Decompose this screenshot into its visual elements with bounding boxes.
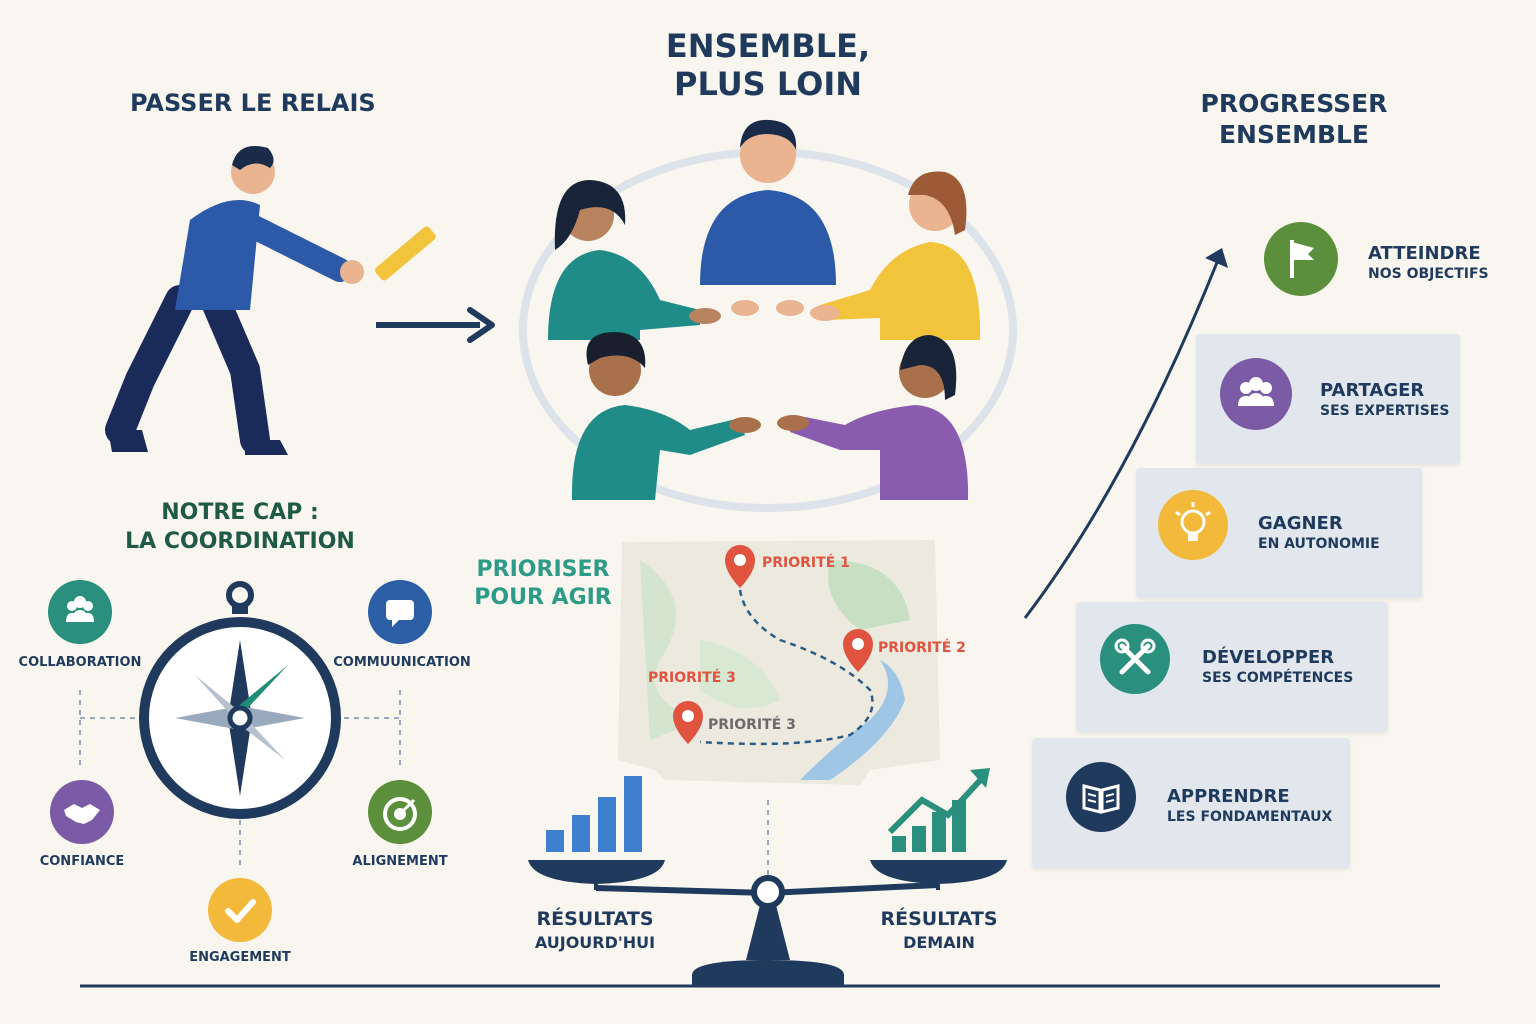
compass-label: ENGAGEMENT (189, 950, 291, 965)
step-title: ATTEINDRE (1368, 243, 1481, 264)
step-subtitle: SES EXPERTISES (1320, 402, 1450, 419)
step-title: DÉVELOPPER (1202, 647, 1335, 668)
step-subtitle: EN AUTONOMIE (1258, 535, 1380, 552)
heading-cap-line1: NOTRE CAP : (161, 500, 319, 525)
tools-icon (1100, 624, 1170, 694)
balance-right-line2: DEMAIN (903, 933, 975, 952)
target-icon (368, 780, 432, 844)
compass-label: CONFIANCE (39, 854, 125, 869)
heading-progress-line1: PROGRESSER (1200, 89, 1388, 118)
step-1-label: APPRENDRE LES FONDAMENTAUX (1167, 786, 1333, 827)
heading-relay: PASSER LE RELAIS (130, 89, 376, 117)
compass-label: ALIGNEMENT (352, 854, 448, 869)
step-subtitle: NOS OBJECTIFS (1368, 265, 1489, 282)
heading-prioritize-line1: PRIORISER (476, 557, 610, 582)
team-figures (548, 119, 981, 500)
handshake-icon (50, 780, 114, 844)
balance-left-line2: AUJOURD'HUI (534, 933, 656, 952)
step-5-label: ATTEINDRE NOS OBJECTIFS (1368, 243, 1489, 284)
step-3-label: GAGNER EN AUTONOMIE (1258, 513, 1380, 554)
compass-label: COMMUUNICATION (333, 655, 471, 670)
book-icon (1066, 762, 1136, 832)
heading-prioritize-line2: POUR AGIR (474, 585, 612, 610)
heading-together-line1: ENSEMBLE, (665, 27, 871, 65)
balance-left-line1: RÉSULTATS (536, 908, 654, 930)
heading-progress-line2: ENSEMBLE (1218, 120, 1370, 149)
heading-together-line2: PLUS LOIN (673, 65, 862, 103)
team-icon (48, 580, 112, 644)
step-4-label: PARTAGER SES EXPERTISES (1320, 380, 1450, 421)
heading-cap-line2: LA COORDINATION (125, 529, 355, 554)
map-label-priority-3-grey: PRIORITÉ 3 (708, 717, 796, 733)
balance-scale (528, 768, 1007, 985)
priority-map (618, 540, 940, 785)
check-icon (208, 878, 272, 942)
step-2-label: DÉVELOPPER SES COMPÉTENCES (1202, 647, 1354, 688)
map-label-priority-1: PRIORITÉ 1 (762, 555, 850, 571)
step-subtitle: LES FONDAMENTAUX (1167, 808, 1333, 825)
team-icon (1220, 358, 1292, 430)
step-title: PARTAGER (1320, 380, 1425, 401)
compass-graphic (79, 581, 401, 870)
balance-right-line1: RÉSULTATS (880, 908, 998, 930)
map-pins (673, 545, 873, 744)
step-title: GAGNER (1258, 513, 1343, 534)
flag-icon (1264, 222, 1338, 296)
map-label-priority-3: PRIORITÉ 3 (648, 670, 736, 686)
compass-label: COLLABORATION (18, 655, 142, 670)
lightbulb-icon (1158, 490, 1228, 560)
step-subtitle: SES COMPÉTENCES (1202, 669, 1354, 686)
chat-icon (368, 580, 432, 644)
step-title: APPRENDRE (1167, 786, 1290, 807)
relay-runner-figure (105, 146, 436, 455)
map-label-priority-2: PRIORITÉ 2 (878, 640, 966, 656)
